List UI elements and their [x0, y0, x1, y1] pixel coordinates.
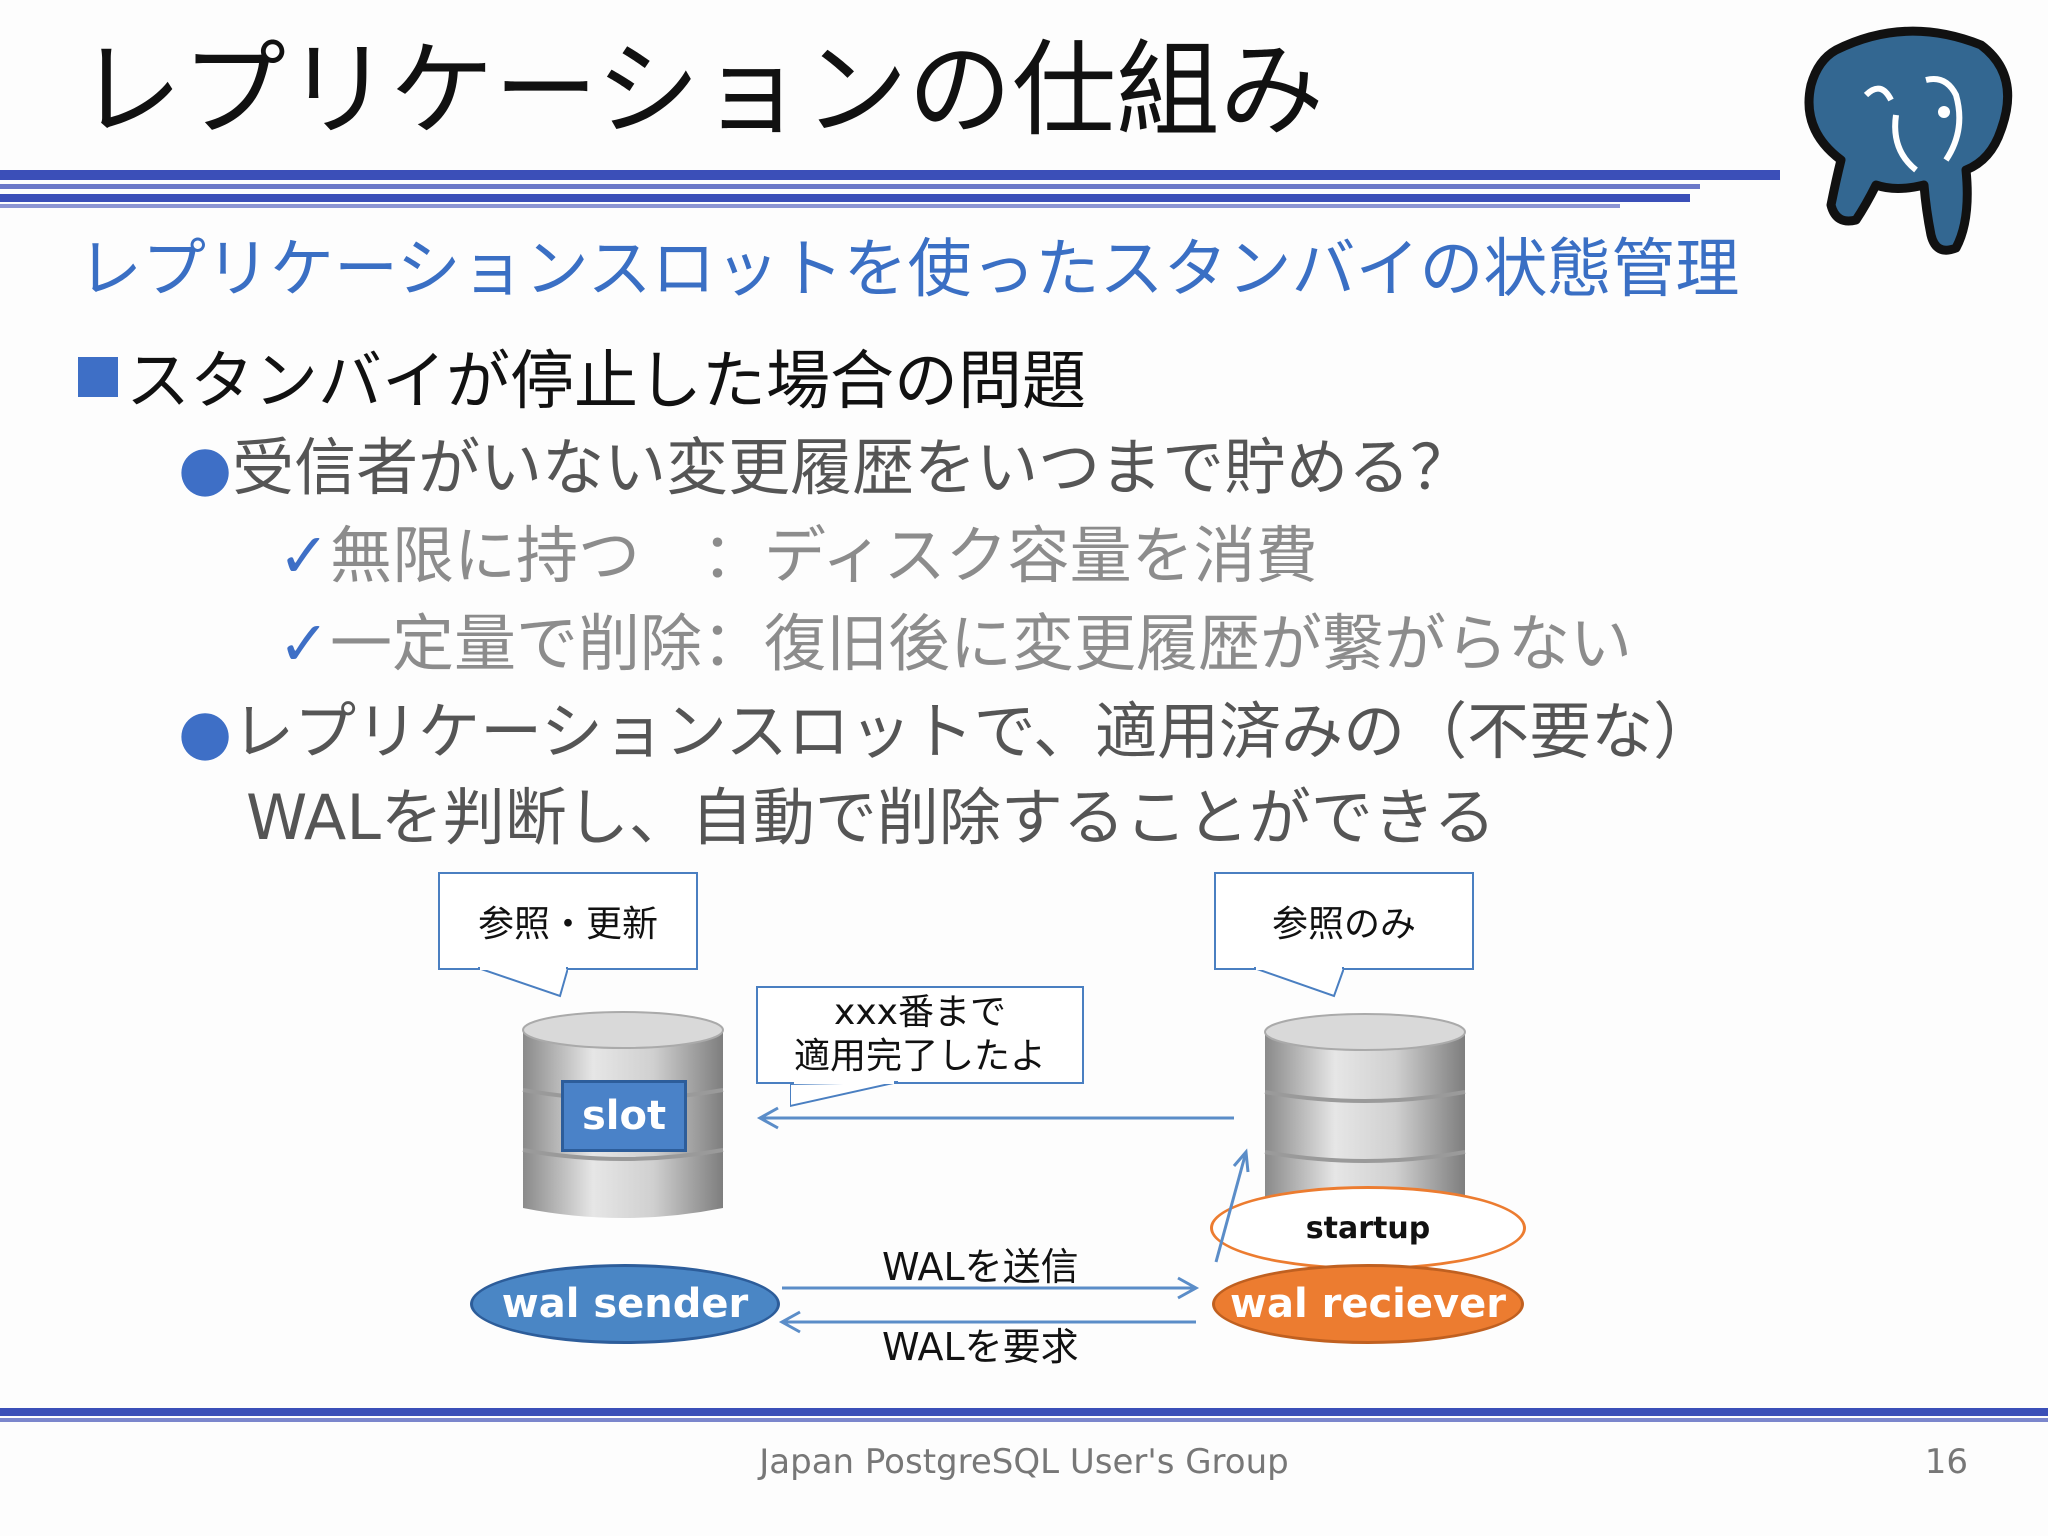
callout-middle-line2: 適用完了したよ — [793, 1036, 1046, 1077]
callout-left-tail — [478, 966, 568, 998]
callout-middle-line1: xxx番まで — [834, 992, 1006, 1033]
callout-middle: xxx番まで 適用完了したよ — [756, 986, 1084, 1084]
check-icon: ✓ — [278, 607, 330, 680]
slide-subtitle: レプリケーションスロットを使ったスタンバイの状態管理 — [78, 233, 1740, 307]
bullet-level2-b-text: レプリケーションスロットで、適用済みの（不要な） — [232, 695, 1716, 768]
callout-middle-tail — [790, 1080, 899, 1108]
bullet-level2-a: ●受信者がいない変更履歴をいつまで貯める？ — [178, 428, 1472, 508]
postgresql-elephant-icon — [1804, 26, 2013, 255]
callout-right-text: 参照のみ — [1271, 904, 1416, 945]
standby-database-icon — [1264, 1013, 1466, 1212]
check-item-1: ✓無限に持つ ：ディスク容量を消費 — [278, 516, 1318, 596]
footer-text: Japan PostgreSQL User's Group — [759, 1442, 1289, 1482]
wal-sender-process: wal sender — [470, 1264, 780, 1344]
bullet-level1-text: スタンバイが停止した場合の問題 — [126, 345, 1086, 419]
wal-receiver-label: wal reciever — [1230, 1281, 1506, 1327]
callout-right-tail — [1254, 966, 1344, 998]
check-item-2-text: 一定量で削除：復旧後に変更履歴が繋がらない — [329, 607, 1632, 680]
wal-sender-label: wal sender — [501, 1281, 749, 1327]
bullet-level2-a-text: 受信者がいない変更履歴をいつまで貯める？ — [232, 431, 1473, 504]
check-icon: ✓ — [278, 519, 330, 592]
circle-bullet-icon: ● — [178, 431, 233, 504]
send-label: WALを送信 — [882, 1245, 1079, 1289]
title-divider — [0, 170, 1780, 208]
circle-bullet-icon: ● — [178, 695, 233, 768]
wal-receiver-process: wal reciever — [1212, 1264, 1524, 1344]
receiver-up-arrow — [1214, 1151, 1248, 1263]
footer-divider — [0, 1408, 2048, 1422]
page-number: 16 — [1924, 1442, 1968, 1482]
square-bullet-icon — [78, 357, 118, 397]
bullet-level1: スタンバイが停止した場合の問題 — [78, 342, 1086, 422]
check-item-1-text: 無限に持つ ：ディスク容量を消費 — [329, 519, 1318, 592]
callout-left-text: 参照・更新 — [477, 904, 658, 945]
callout-right: 参照のみ — [1214, 872, 1474, 970]
bullet-level2-b-continuation: WALを判断し、自動で削除することができる — [246, 781, 1496, 854]
check-item-2: ✓一定量で削除：復旧後に変更履歴が繋がらない — [278, 604, 1632, 684]
slide-title: レプリケーションの仕組み — [78, 29, 1324, 151]
request-label: WALを要求 — [882, 1325, 1079, 1369]
startup-process: startup — [1210, 1186, 1526, 1270]
bullet-level2-b: ●レプリケーションスロットで、適用済みの（不要な） — [178, 692, 1715, 772]
startup-label: startup — [1305, 1210, 1431, 1246]
slot-label: slot — [581, 1093, 667, 1139]
slot-box: slot — [561, 1080, 687, 1152]
callout-left: 参照・更新 — [438, 872, 698, 970]
